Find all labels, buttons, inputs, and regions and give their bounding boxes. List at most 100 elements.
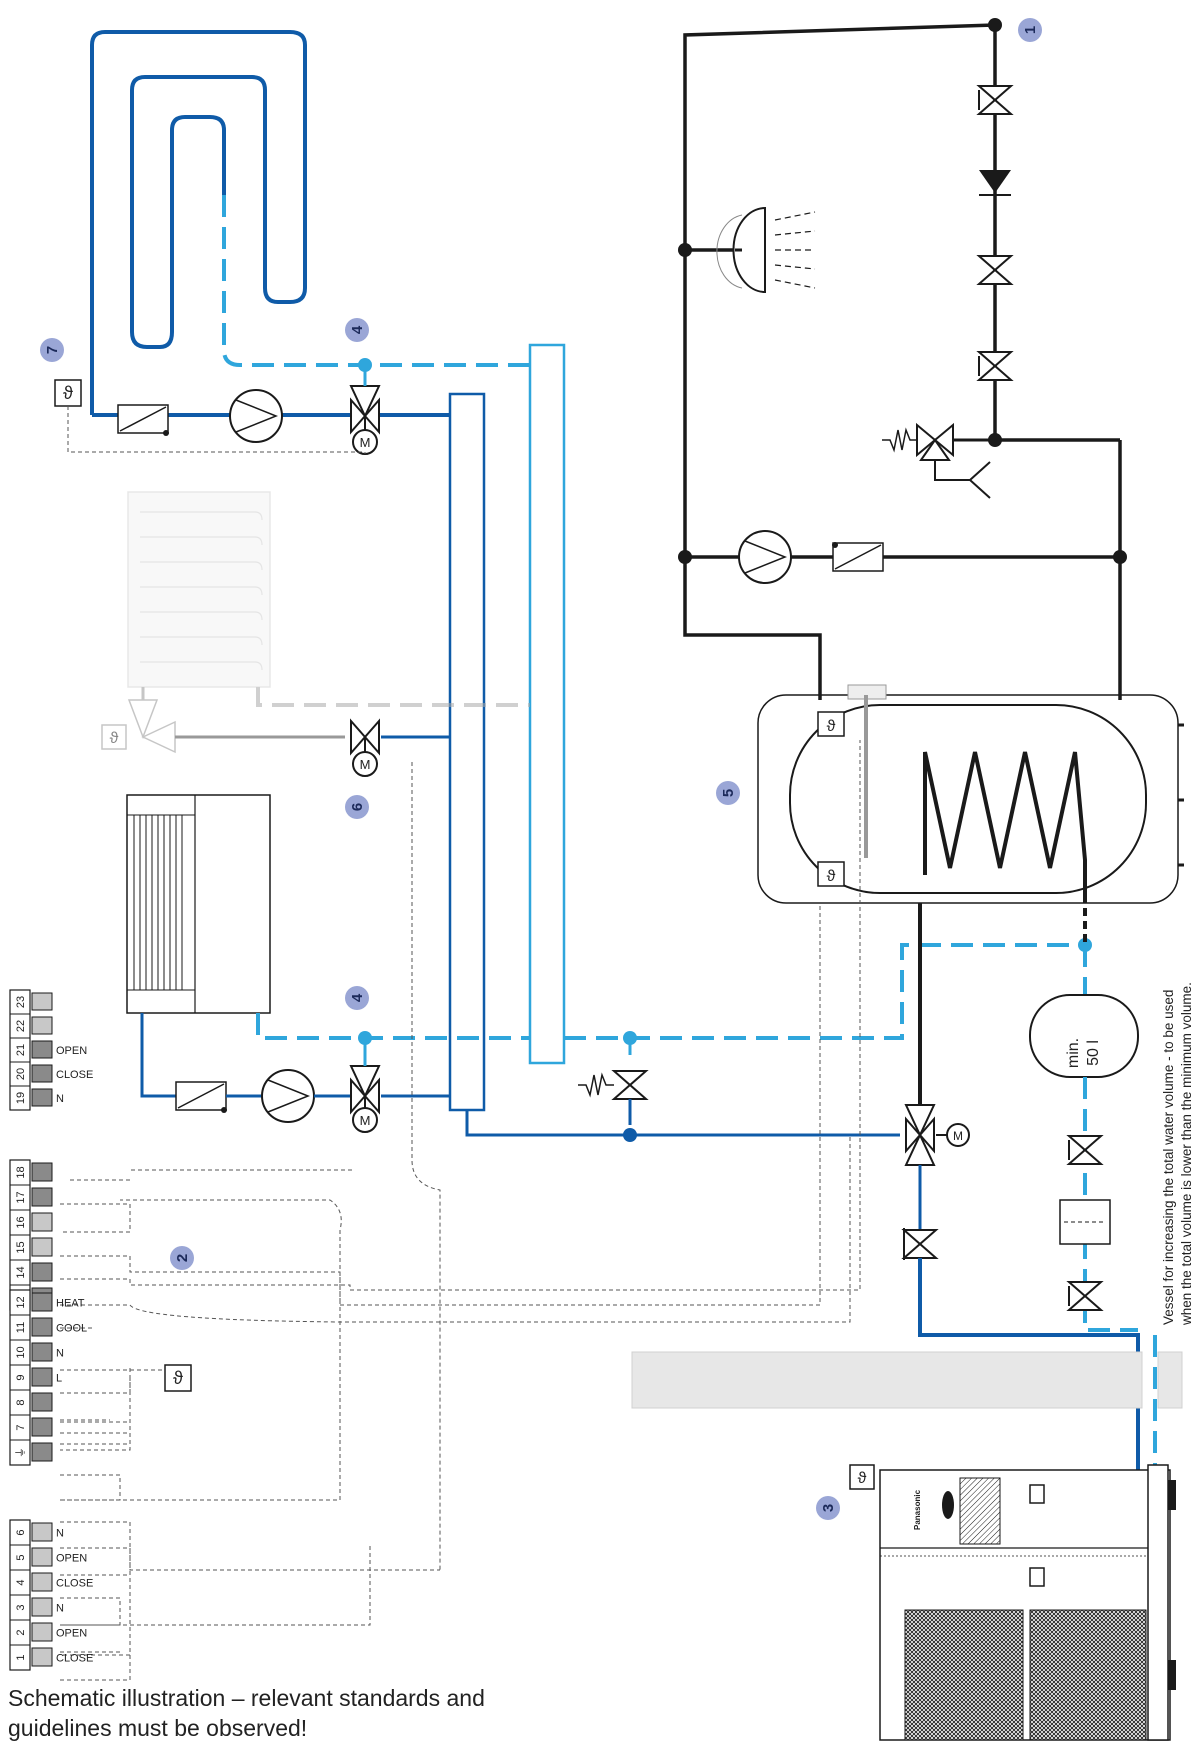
terminal-number: 12: [15, 1296, 27, 1308]
terminal-label: N: [56, 1603, 64, 1615]
terminal-number: 23: [15, 996, 27, 1008]
terminal-15: 15: [10, 1234, 53, 1257]
svg-text:ϑ: ϑ: [110, 730, 119, 747]
badge-4: 4: [345, 986, 369, 1010]
radiator-valve: M: [350, 720, 450, 777]
callout-badges: 1 2 3 4 4 5 6 7: [40, 18, 1042, 1520]
vessel-note-line1: Vessel for increasing the total water vo…: [1161, 990, 1176, 1325]
heat-pump-outdoor-unit: Panasonic ϑ: [849, 1464, 1176, 1741]
dhw-piping: [683, 23, 1122, 700]
terminal-7: 7: [10, 1414, 53, 1437]
terminal-12: 12 HEAT: [10, 1289, 85, 1312]
svg-text:M: M: [360, 1113, 371, 1128]
filter-lower: [175, 1081, 227, 1113]
terminal-number: 21: [15, 1044, 27, 1056]
terminal-group-b: 181716151413: [9, 1159, 53, 1311]
caption-line1: Schematic illustration – relevant standa…: [8, 1685, 485, 1711]
badge-6: 6: [345, 795, 369, 819]
badge-4: 4: [345, 318, 369, 342]
terminal-label: HEAT: [56, 1298, 85, 1310]
terminal-8: 8: [10, 1389, 53, 1412]
pump-top: [229, 389, 283, 443]
shutoff-valve-supply: [903, 1228, 937, 1260]
pump-lower: [261, 1069, 315, 1123]
svg-text:M: M: [953, 1129, 963, 1143]
svg-text:5: 5: [720, 789, 737, 797]
terminal-number: 20: [15, 1068, 27, 1080]
caption: Schematic illustration – relevant standa…: [8, 1683, 568, 1743]
svg-text:2: 2: [174, 1254, 191, 1262]
terminal-16: 16: [10, 1209, 53, 1232]
badge-3: 3: [816, 1496, 840, 1520]
mixing-valve-lower: M: [349, 1031, 381, 1133]
terminal-label: CLOSE: [56, 1069, 93, 1081]
badge-5: 5: [716, 781, 740, 805]
diverter-valve: M: [904, 1104, 970, 1166]
terminal-label: N: [56, 1348, 64, 1360]
brand-logo: Panasonic: [913, 1489, 922, 1530]
terminal-5: 5 OPEN: [10, 1544, 87, 1567]
pressure-reducer: [978, 255, 1012, 285]
circulation-pump: [738, 530, 792, 584]
svg-text:3: 3: [820, 1504, 837, 1512]
terminal-number: 1: [15, 1654, 27, 1660]
radiator-optional: ϑ: [101, 491, 530, 754]
svg-text:6: 6: [349, 803, 366, 811]
motor-symbol: M: [360, 435, 371, 450]
terminal-22: 22: [10, 1013, 53, 1035]
terminal-2: 2 OPEN: [10, 1619, 87, 1642]
terminal-label: OPEN: [56, 1553, 87, 1565]
svg-text:4: 4: [349, 325, 366, 334]
badge-2: 2: [170, 1246, 194, 1270]
terminal-18: 18: [10, 1159, 53, 1182]
svg-text:M: M: [360, 757, 371, 772]
sensor-top: ϑ: [54, 379, 366, 454]
terminal-number: 10: [15, 1346, 27, 1358]
terminal-number: 11: [15, 1322, 27, 1333]
terminal-number: 2: [15, 1629, 27, 1635]
terminal-number: 9: [15, 1374, 27, 1380]
terminal-label: OPEN: [56, 1628, 87, 1640]
dhw-tank: ϑ ϑ: [757, 684, 1184, 904]
caption-line2: guidelines must be observed!: [8, 1715, 308, 1741]
terminal-blocks: 232221OPEN20CLOSE19N18171615141312HEAT11…: [9, 989, 93, 1671]
shower-head: [716, 206, 816, 294]
svg-text:ϑ: ϑ: [63, 383, 73, 403]
terminal-number: 5: [15, 1554, 27, 1560]
terminal-4: 4 CLOSE: [10, 1569, 93, 1592]
shutoff-valve-inlet: [978, 85, 1012, 115]
terminal-number: 22: [15, 1020, 27, 1032]
volume-vessel-line: min. 50 l: [1029, 945, 1157, 1470]
terminal-label: COOL: [56, 1323, 87, 1335]
terminal-⏚: ⏚: [10, 1439, 53, 1462]
terminal-label: N: [56, 1528, 64, 1540]
svg-text:ϑ: ϑ: [173, 1368, 183, 1388]
volume-vessel: [1029, 994, 1139, 1078]
terminal-14: 14: [10, 1259, 53, 1282]
terminal-23: 23: [10, 989, 53, 1011]
hydraulic-separator: [528, 343, 566, 1065]
terminal-label: CLOSE: [56, 1578, 93, 1590]
terminal-number: 14: [15, 1266, 27, 1278]
terminal-number: 19: [15, 1092, 27, 1104]
terminal-number: 18: [15, 1166, 27, 1178]
terminal-number: ⏚: [14, 1447, 27, 1458]
svg-text:1: 1: [1022, 26, 1039, 34]
terminal-number: 7: [15, 1424, 27, 1430]
terminal-number: 17: [15, 1191, 27, 1203]
badge-1: 1: [1018, 18, 1042, 42]
badge-7: 7: [40, 338, 64, 362]
terminal-number: 4: [15, 1579, 27, 1585]
wall: [631, 1351, 1143, 1409]
safety-valve: [882, 422, 995, 499]
terminal-label: L: [56, 1373, 62, 1385]
svg-text:ϑ: ϑ: [827, 718, 836, 735]
vessel-note-line2: when the total volume is lower than the …: [1179, 982, 1194, 1326]
